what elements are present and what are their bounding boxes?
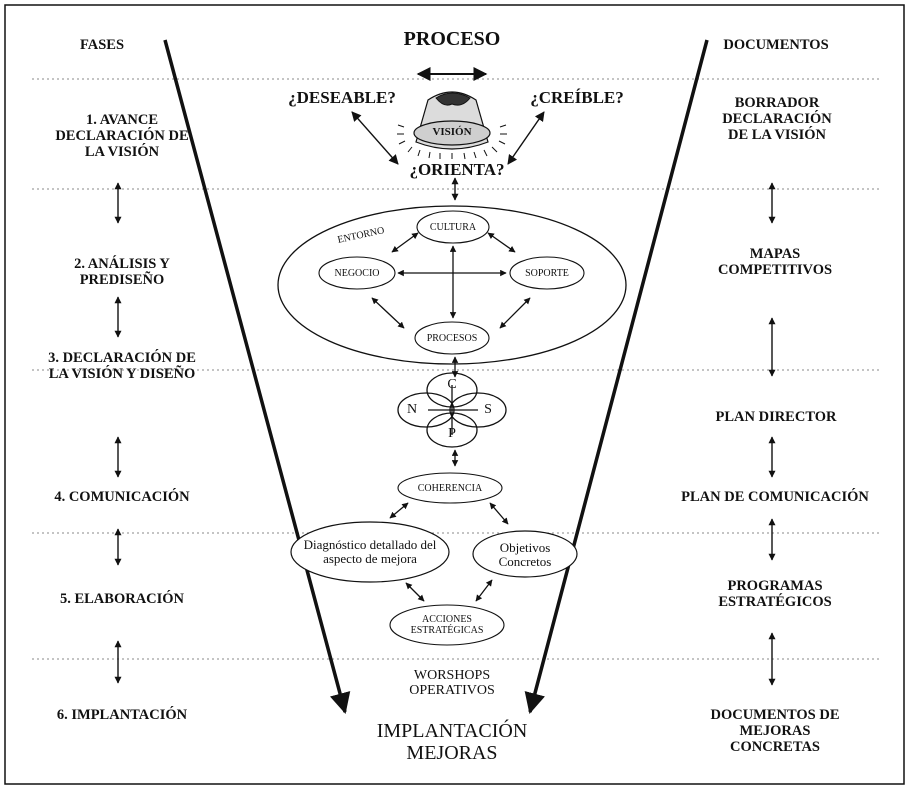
entorno-arrows — [371, 232, 531, 378]
acciones-node — [389, 604, 505, 646]
cultura-node — [416, 210, 490, 244]
vision-arrows — [351, 111, 545, 201]
doc-6: DOCUMENTOS DE MEJORAS CONCRETAS — [710, 707, 840, 756]
doc-4: PLAN DE COMUNICACIÓN — [681, 489, 869, 505]
venn-n: N — [406, 402, 418, 417]
venn-p: P — [448, 426, 456, 441]
soporte-node — [509, 256, 585, 290]
workshops-label: WORSHOPS OPERATIVOS — [409, 668, 495, 699]
diagnostico-label: Diagnóstico detallado del aspecto de mej… — [303, 537, 437, 567]
procesos-label: PROCESOS — [426, 333, 478, 344]
venn-diagram — [397, 372, 507, 448]
doc-5: PROGRAMAS ESTRATÉGICOS — [718, 578, 832, 611]
cultura-label: CULTURA — [429, 222, 477, 233]
venn-s: S — [484, 402, 492, 417]
coherencia-node — [397, 472, 503, 504]
question-deseable: ¿DESEABLE? — [288, 88, 396, 107]
phase-2: 2. ANÁLISIS Y PREDISEÑO — [74, 256, 170, 289]
doc-2: MAPAS COMPETITIVOS — [717, 246, 833, 279]
venn-c: C — [447, 377, 457, 392]
phase-3: 3. DECLARACIÓN DE LA VISIÓN Y DISEÑO — [48, 350, 196, 383]
funnel-left-line — [163, 39, 351, 715]
outer-frame — [4, 4, 905, 785]
procesos-node — [414, 321, 490, 355]
phase-6: 6. IMPLANTACIÓN — [56, 707, 188, 723]
lower-arrows — [389, 502, 509, 602]
funnel-right-line — [524, 39, 709, 715]
soporte-label: SOPORTE — [525, 268, 569, 279]
vision-bell — [397, 91, 507, 160]
acciones-label: ACCIONES ESTRATÉGICAS — [410, 614, 484, 636]
phase-separators — [32, 78, 880, 660]
negocio-node — [318, 256, 396, 290]
objetivos-label: Objetivos Concretos — [498, 540, 552, 570]
coherencia-label: COHERENCIA — [417, 483, 483, 494]
vision-label: VISIÓN — [432, 126, 472, 138]
diagnostico-node — [290, 521, 450, 583]
question-creible: ¿CREÍBLE? — [530, 88, 624, 107]
phase-5: 5. ELABORACIÓN — [59, 591, 185, 607]
documentos-header: DOCUMENTOS — [723, 37, 829, 53]
fases-header: FASES — [79, 37, 125, 53]
proceso-header: PROCESO — [403, 28, 501, 50]
doc-1: BORRADOR DECLARACIÓN DE LA VISIÓN — [722, 95, 832, 144]
objetivos-node — [472, 530, 578, 578]
implantacion-mejoras-label: IMPLANTACIÓN MEJORAS — [376, 720, 528, 764]
negocio-label: NEGOCIO — [334, 268, 380, 279]
doc-3: PLAN DIRECTOR — [715, 409, 837, 425]
phase-1: 1. AVANCE DECLARACIÓN DE LA VISIÓN — [55, 112, 189, 161]
phase-4: 4. COMUNICACIÓN — [54, 489, 190, 505]
question-orienta: ¿ORIENTA? — [409, 160, 505, 179]
